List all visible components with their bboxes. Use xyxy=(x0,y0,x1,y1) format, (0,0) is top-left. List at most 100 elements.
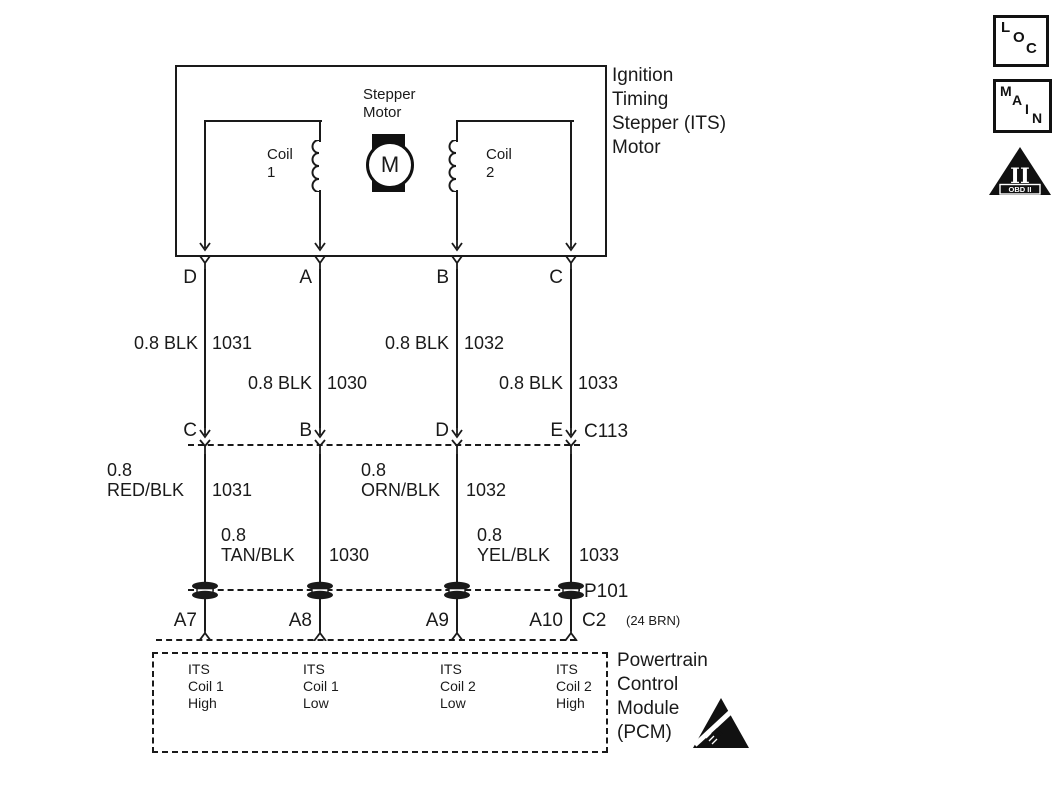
arrow-down-icon xyxy=(565,239,577,252)
wire-circuit: 1030 xyxy=(329,545,370,565)
c113-pin-label: E xyxy=(550,420,563,441)
wire-line xyxy=(204,454,206,581)
wire-line xyxy=(204,600,206,631)
pcm-title: Powertrain Control Module (PCM) xyxy=(617,650,708,743)
grommet-icon xyxy=(307,581,333,600)
c113-connector-name: C113 xyxy=(584,421,629,442)
wire-line xyxy=(456,190,458,240)
connector-fork-icon xyxy=(451,256,463,270)
wire-line xyxy=(570,454,572,581)
pcm-pin-label: A10 xyxy=(529,610,563,631)
grommet-icon xyxy=(444,581,470,600)
c113-pin-icon xyxy=(565,426,577,454)
connector-fork-icon xyxy=(199,256,211,270)
arrow-down-icon xyxy=(199,239,211,252)
coil1-winding-icon xyxy=(311,140,320,192)
wire-line xyxy=(570,121,572,240)
pcm-function-label: ITS Coil 2 Low xyxy=(440,661,476,711)
c113-pin-label: C xyxy=(183,420,197,441)
wire-label: 0.8 BLK xyxy=(247,373,312,393)
c113-pin-label: B xyxy=(299,420,312,441)
main-letter: N xyxy=(1032,110,1043,126)
its-motor-box xyxy=(175,65,607,257)
obd2-label: OBD II xyxy=(1009,185,1032,194)
coil2-label: Coil 2 xyxy=(486,146,512,181)
wire-label: 0.8 BLK xyxy=(498,373,563,393)
wire-label: 0.8 TAN/BLK xyxy=(221,525,295,565)
wire-line xyxy=(204,269,206,428)
loc-letter: O xyxy=(1013,29,1025,46)
esd-warning-icon xyxy=(693,698,749,748)
wire-circuit: 1033 xyxy=(579,545,620,565)
motor-icon: M xyxy=(366,141,414,189)
loc-letter: C xyxy=(1026,40,1037,57)
arrow-down-icon xyxy=(314,239,326,252)
c113-pin-icon xyxy=(199,426,211,454)
pcm-pin-icon xyxy=(313,629,327,641)
wire-line xyxy=(204,121,206,240)
wire-circuit: 1032 xyxy=(464,333,505,353)
coil2-winding-icon xyxy=(448,140,457,192)
pcm-function-label: ITS Coil 2 High xyxy=(556,661,592,711)
pcm-pin-label: A8 xyxy=(288,610,312,631)
pcm-connector-id: C2 xyxy=(582,610,607,631)
pcm-pin-icon xyxy=(450,629,464,641)
stepper-motor-label: Stepper Motor xyxy=(363,86,416,121)
wire-label: 0.8 BLK xyxy=(384,333,449,353)
motor-pin-label: B xyxy=(436,267,449,288)
obd2-badge: II OBD II xyxy=(989,147,1051,195)
motor-pin-label: C xyxy=(549,267,563,288)
connector-fork-icon xyxy=(565,256,577,270)
c113-pin-icon xyxy=(314,426,326,454)
pcm-function-label: ITS Coil 1 High xyxy=(188,661,224,711)
wire-circuit: 1033 xyxy=(578,373,619,393)
wire-line xyxy=(456,600,458,631)
wire-circuit: 1031 xyxy=(212,333,253,353)
wire-line xyxy=(319,121,321,142)
wire-label: 0.8 ORN/BLK xyxy=(361,460,441,500)
pcm-connector-note: (24 BRN) xyxy=(626,613,681,628)
wire-line xyxy=(319,269,321,428)
wire-line xyxy=(456,269,458,428)
wire-circuit: 1032 xyxy=(466,480,507,500)
pcm-function-label: ITS Coil 1 Low xyxy=(303,661,339,711)
coil2-top-wire xyxy=(456,120,574,122)
motor-pin-label: D xyxy=(183,267,197,288)
c113-connector-line xyxy=(188,444,580,446)
wire-label: 0.8 YEL/BLK xyxy=(477,525,551,565)
pcm-pin-label: A7 xyxy=(173,610,197,631)
grommet-icon xyxy=(192,581,218,600)
c113-pin-icon xyxy=(451,426,463,454)
pcm-pin-label: A9 xyxy=(425,610,449,631)
pcm-pin-icon xyxy=(564,629,578,641)
wire-line xyxy=(570,600,572,631)
arrow-down-icon xyxy=(451,239,463,252)
wire-line xyxy=(319,454,321,581)
coil1-label: Coil 1 xyxy=(267,146,293,181)
wire-line xyxy=(570,269,572,428)
wire-label: 0.8 RED/BLK xyxy=(107,460,185,500)
pcm-connector-line xyxy=(156,639,576,641)
main-letter: A xyxy=(1012,92,1023,108)
loc-letter: L xyxy=(1001,19,1011,36)
wire-line xyxy=(456,454,458,581)
main-letter: M xyxy=(1000,83,1012,99)
pcm-box xyxy=(152,652,608,753)
pcm-pin-icon xyxy=(198,629,212,641)
loc-badge: L O C xyxy=(993,15,1049,67)
wire-line xyxy=(456,121,458,142)
grommet-icon xyxy=(558,581,584,600)
main-badge: M A I N xyxy=(993,79,1052,133)
coil1-top-wire xyxy=(204,120,322,122)
motor-pin-label: A xyxy=(299,267,312,288)
p101-connector-name: P101 xyxy=(584,581,629,602)
wire-label: 0.8 BLK xyxy=(133,333,198,353)
wire-circuit: 1030 xyxy=(327,373,368,393)
p101-connector-line xyxy=(188,589,580,591)
wire-line xyxy=(319,190,321,240)
c113-pin-label: D xyxy=(435,420,449,441)
main-letter: I xyxy=(1025,101,1029,117)
wire-line xyxy=(319,600,321,631)
connector-fork-icon xyxy=(314,256,326,270)
